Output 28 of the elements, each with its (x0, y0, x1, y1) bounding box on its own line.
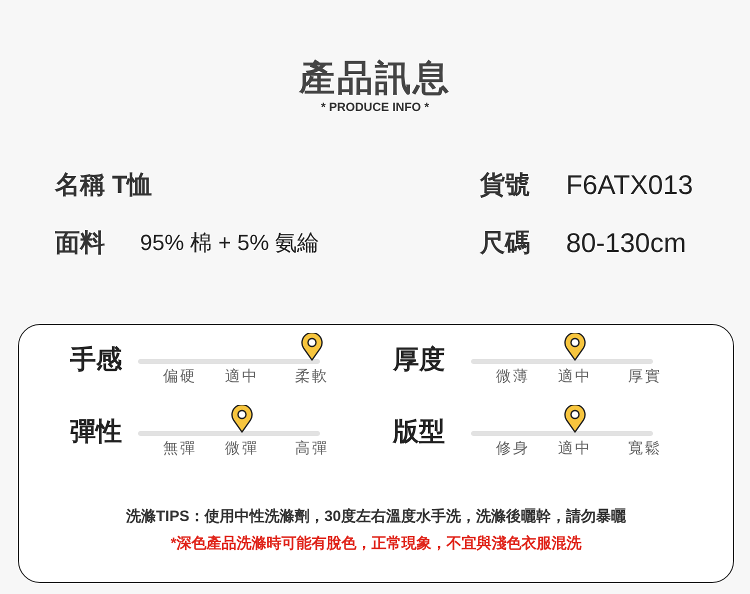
field-value: 尺碼 (480, 228, 530, 259)
warning-note: *深色產品洗滌時可能有脫色，正常現象，不宜與淺色衣服混洗 (170, 534, 582, 554)
scale-option: 偏硬 (163, 367, 197, 387)
subheading: * PRODUCE INFO * (320, 99, 429, 116)
field-label: 名稱 T恤 (55, 170, 152, 201)
scale-option: 適中 (558, 439, 592, 459)
scale-option: 高彈 (295, 439, 329, 459)
scale-option: 適中 (558, 367, 592, 387)
scale-option: 無彈 (163, 439, 197, 459)
scale-option: 微薄 (496, 367, 530, 387)
attribute-label: 版型 (393, 415, 445, 447)
field-label: 80-130cm (566, 227, 686, 260)
attribute-label: 厚度 (393, 343, 445, 375)
scale-option: 適中 (225, 367, 259, 387)
scale-option: 柔軟 (295, 367, 329, 387)
field-value: 面料 (55, 228, 105, 259)
info-panel (18, 324, 734, 583)
field-value: 貨號 (480, 170, 530, 201)
field-label: F6ATX013 (566, 169, 694, 202)
scale-option: 微彈 (225, 439, 259, 459)
attribute-label: 彈性 (70, 415, 122, 447)
scale-option: 厚實 (628, 367, 662, 387)
care-instructions: 洗滌TIPS：使用中性洗滌劑，30度左右溫度水手洗，洗滌後曬幹，請勿暴曬 (126, 507, 626, 527)
heading: 產品訊息 (298, 56, 452, 100)
scale-option: 修身 (496, 439, 530, 459)
scale-option: 寬鬆 (628, 439, 662, 459)
attribute-label: 手感 (70, 343, 122, 375)
field-label: 95% 棉 + 5% 氨綸 (140, 229, 320, 257)
